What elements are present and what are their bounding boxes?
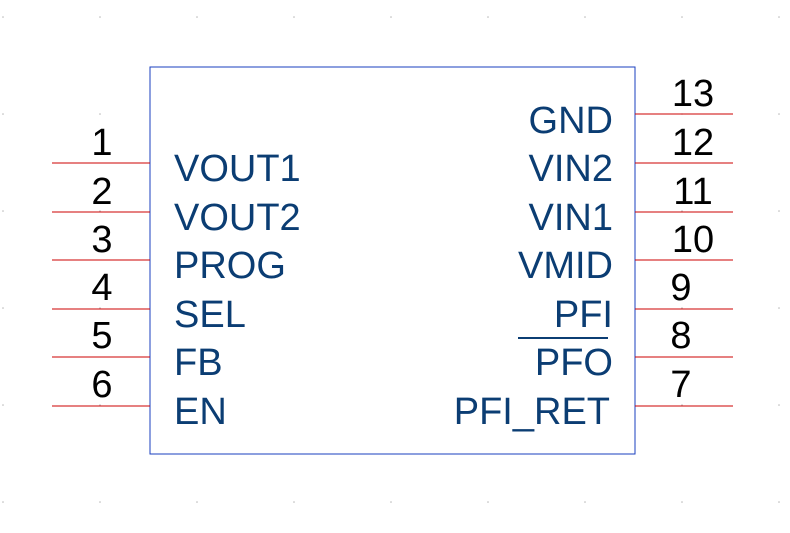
pin-label: VIN2	[529, 148, 613, 190]
left-pin-2[interactable]: 2 VOUT2	[52, 171, 301, 239]
grid-dot	[681, 210, 683, 212]
pin-label: VMID	[518, 245, 613, 287]
pin-label: GND	[529, 100, 613, 142]
right-pin-8[interactable]: 8 PFO	[518, 315, 733, 384]
grid-dot	[681, 404, 683, 406]
grid-dot	[778, 113, 780, 115]
grid-dot	[778, 16, 780, 18]
component-body[interactable]	[149, 66, 636, 455]
pin-label: SEL	[174, 294, 246, 336]
pin-label: VIN1	[529, 197, 613, 239]
grid-dot	[2, 404, 4, 406]
grid-dot	[390, 501, 392, 503]
left-pin-5[interactable]: 5 FB	[52, 315, 223, 384]
grid-dot	[681, 501, 683, 503]
pin-number: 6	[91, 364, 112, 406]
grid-dot	[681, 307, 683, 309]
right-pin-11[interactable]: 11 VIN1	[529, 171, 733, 239]
grid-dot	[2, 16, 4, 18]
left-pin-3[interactable]: 3 PROG	[52, 219, 286, 287]
grid-dot	[2, 501, 4, 503]
pin-label: PROG	[174, 245, 286, 287]
right-pin-7[interactable]: 7 PFI_RET	[454, 364, 733, 433]
grid-dot	[99, 16, 101, 18]
grid-dot	[778, 404, 780, 406]
left-pin-1[interactable]: 1 VOUT1	[52, 122, 301, 190]
grid-dot	[2, 113, 4, 115]
grid-dot	[778, 307, 780, 309]
grid-dot	[293, 16, 295, 18]
pin-number: 8	[670, 315, 691, 357]
pin-label: VOUT2	[174, 197, 301, 239]
right-pin-9[interactable]: 9 PFI	[554, 267, 733, 336]
pin-number: 7	[670, 364, 691, 406]
pin-label: PFO	[535, 342, 613, 384]
grid-dot	[778, 210, 780, 212]
grid-dot	[99, 210, 101, 212]
grid-dot	[390, 16, 392, 18]
pin-number: 2	[91, 171, 112, 213]
grid-dot	[487, 501, 489, 503]
pin-label: VOUT1	[174, 148, 301, 190]
grid-dot	[2, 210, 4, 212]
pin-number: 4	[91, 267, 112, 309]
right-pin-10[interactable]: 10 VMID	[518, 219, 733, 287]
left-pin-4[interactable]: 4 SEL	[52, 267, 246, 336]
grid-dot	[584, 16, 586, 18]
grid-dot	[196, 501, 198, 503]
grid-dot	[2, 307, 4, 309]
pin-number: 1	[91, 122, 112, 164]
grid-dot	[196, 16, 198, 18]
pin-label: PFI	[554, 294, 613, 336]
pin-label: EN	[174, 391, 227, 433]
grid-dot	[99, 113, 101, 115]
right-pin-13[interactable]: 13 GND	[529, 73, 733, 142]
grid-dot	[99, 501, 101, 503]
pin-number: 5	[91, 315, 112, 357]
pin-number: 9	[670, 267, 691, 309]
grid-dot	[487, 16, 489, 18]
pin-number: 10	[672, 219, 714, 261]
grid-dot	[99, 404, 101, 406]
grid-dot	[584, 501, 586, 503]
pin-number: 3	[91, 219, 112, 261]
pin-label: FB	[174, 342, 223, 384]
pin-number: 11	[673, 171, 712, 213]
pin-label: PFI_RET	[454, 391, 610, 433]
grid-dot	[293, 501, 295, 503]
pin-number: 13	[672, 73, 714, 115]
pin-number: 12	[672, 122, 714, 164]
right-pin-12[interactable]: 12 VIN2	[529, 122, 733, 190]
grid-dot	[778, 501, 780, 503]
grid-dot	[99, 307, 101, 309]
left-pin-6[interactable]: 6 EN	[52, 364, 227, 433]
grid-dot	[681, 16, 683, 18]
